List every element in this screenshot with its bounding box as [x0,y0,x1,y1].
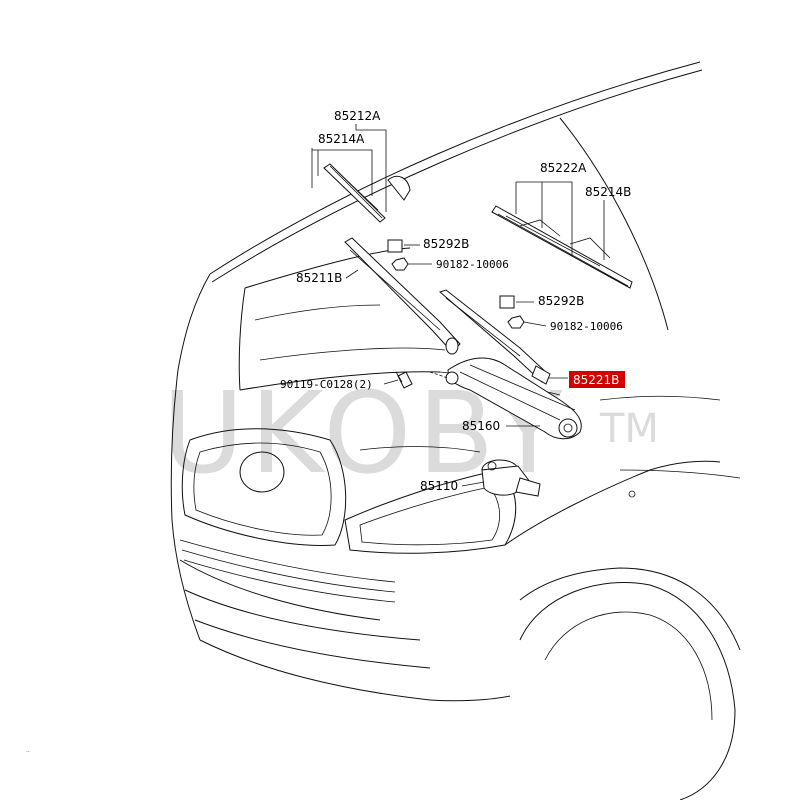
watermark-tm: TM [599,406,659,452]
corner-mark: .. [26,747,30,754]
label-85211b: 85211B [296,271,342,285]
label-90182-1: 90182-10006 [436,258,509,271]
passenger-wiper-blade[interactable] [491,205,633,289]
passenger-wiper-arm[interactable] [439,289,551,385]
label-85221b-highlight [569,371,625,388]
nut-90182-1[interactable] [391,257,409,271]
wiper-link-assembly[interactable] [429,357,582,440]
label-85214b: 85214B [585,185,631,199]
driver-wiper-arm[interactable] [344,237,461,355]
label-85292b-1: 85292B [423,237,469,251]
wiper-motor[interactable] [481,459,541,497]
label-85292b-2: 85292B [538,294,584,308]
nut-90182-2[interactable] [507,315,525,329]
label-85160: 85160 [462,419,500,433]
bolt-90119[interactable] [395,371,413,389]
car-body-outline [170,61,741,800]
driver-wiper-blade[interactable] [323,163,411,223]
label-85110: 85110 [420,479,458,493]
cap-85292b-2[interactable] [499,295,515,309]
cap-85292b-1[interactable] [387,239,403,253]
label-85222a: 85222A [540,161,587,175]
label-85214a: 85214A [318,132,365,146]
label-85221b: 85221B [573,373,619,387]
label-90119: 90119-C0128(2) [280,378,373,391]
label-85212a: 85212A [334,109,381,123]
callouts: 85212A 85214A 85222A 85214B 85292B 90182… [280,109,631,493]
watermark: UKOBY TM [162,369,659,499]
label-90182-2: 90182-10006 [550,320,623,333]
